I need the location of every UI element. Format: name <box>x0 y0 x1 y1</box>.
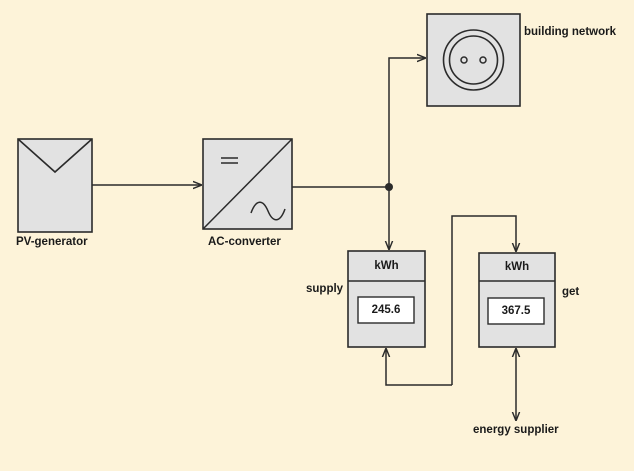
get-label: get <box>562 286 580 298</box>
energy-supplier-label: energy supplier <box>473 424 559 436</box>
building-network-box <box>426 13 521 107</box>
connections <box>92 58 516 420</box>
get-meter-unit: kWh <box>504 261 530 273</box>
building-network-label: building network <box>524 26 616 38</box>
ac-converter-label: AC-converter <box>208 236 281 248</box>
pv-panel-icon <box>17 138 93 174</box>
power-socket-icon <box>442 29 505 91</box>
supply-label: supply <box>306 283 344 295</box>
pv-generator-box <box>17 138 93 233</box>
junction-dot <box>385 183 393 191</box>
get-meter-display <box>487 297 545 325</box>
ac-converter-box <box>202 138 293 230</box>
supply-meter-unit: kWh <box>374 260 399 272</box>
ac-sine-icon <box>250 201 286 221</box>
dc-symbol-icon <box>221 157 238 164</box>
supply-meter-display <box>357 296 415 324</box>
get-meter-value: 367.5 <box>501 305 531 317</box>
pv-generator-label: PV-generator <box>16 236 88 248</box>
supply-meter-value: 245.6 <box>371 304 401 316</box>
get-meter-box <box>478 252 556 348</box>
to-get-meter-arrow <box>451 215 516 385</box>
to-building-network-arrow <box>388 58 425 187</box>
supply-meter-return-arrow <box>386 349 452 386</box>
supply-meter-box <box>347 250 426 348</box>
